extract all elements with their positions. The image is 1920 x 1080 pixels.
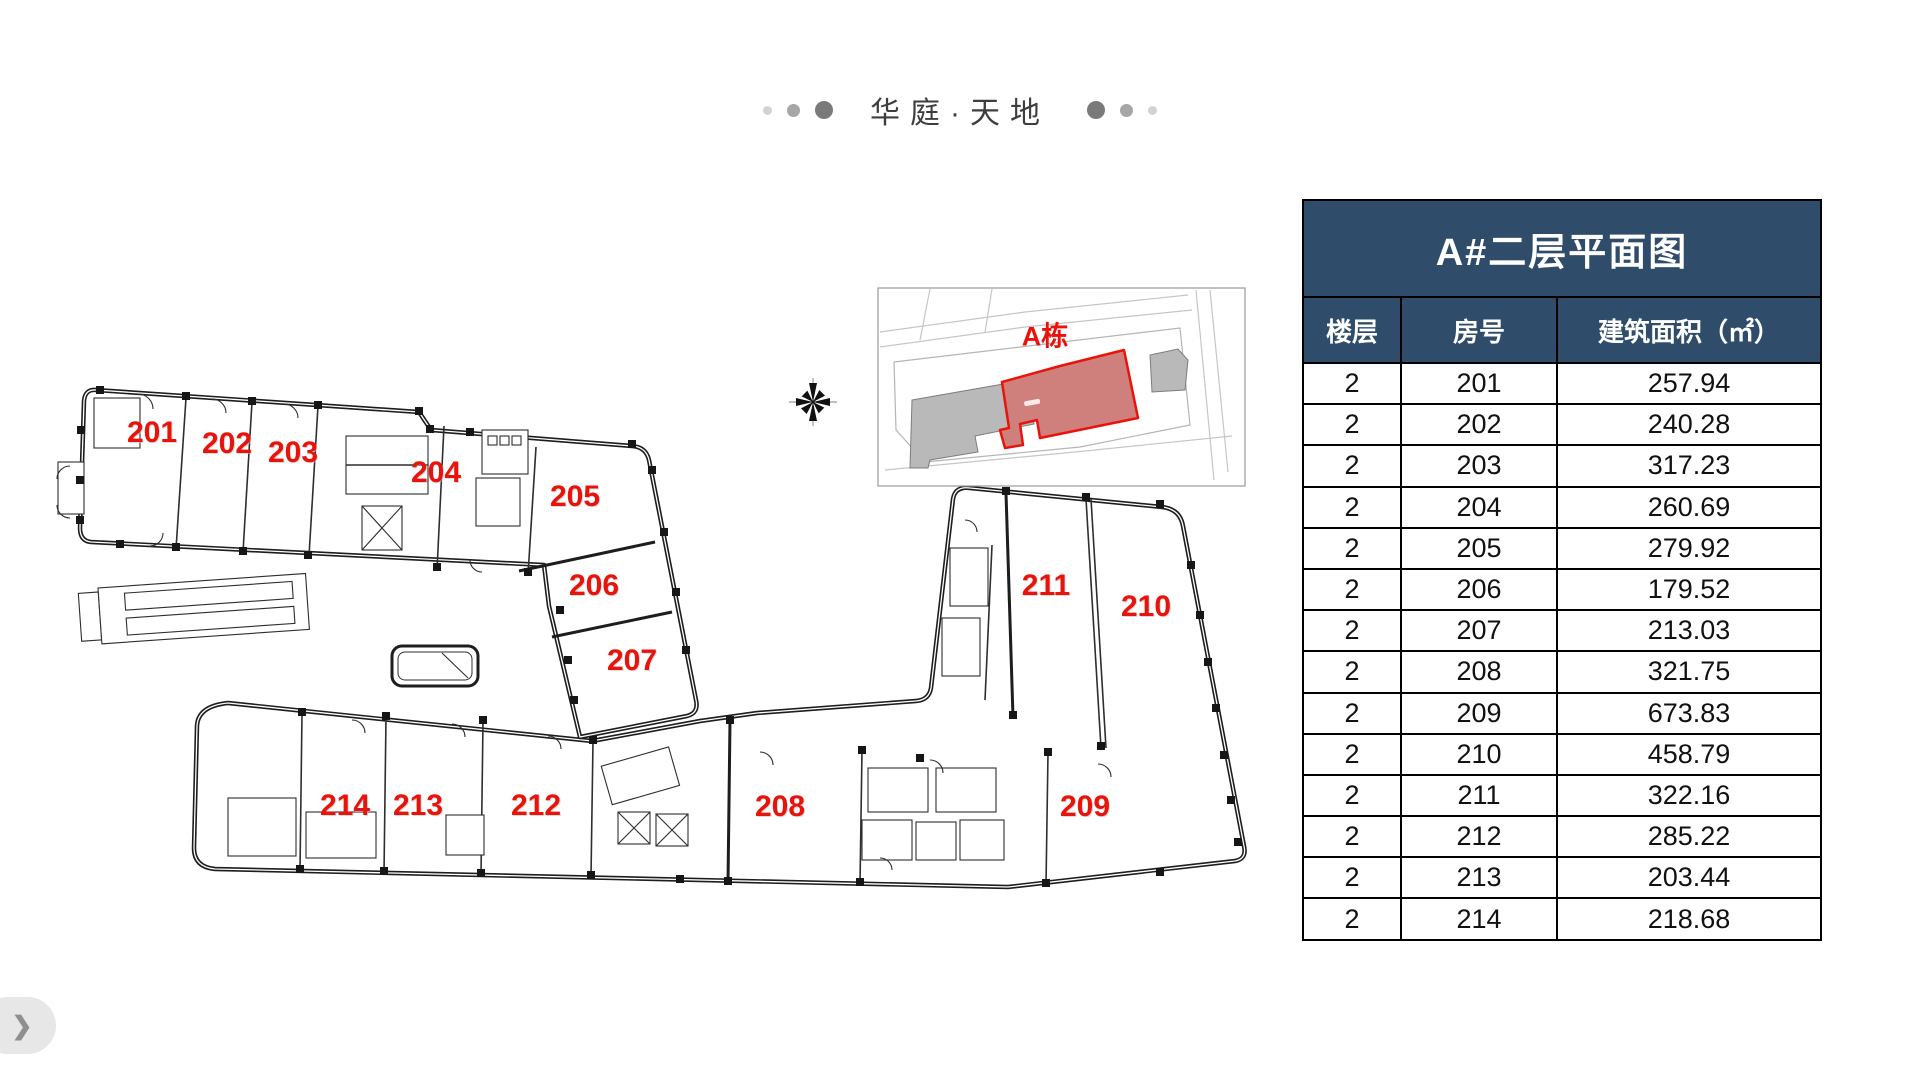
room-label-205: 205 (549, 480, 601, 513)
cell-floor: 2 (1302, 856, 1402, 900)
cell-area: 279.92 (1556, 526, 1822, 570)
brand-title: 华庭·天地 (870, 97, 1050, 130)
wall-posts (76, 386, 1242, 887)
table-row: 2 210 458.79 (1302, 732, 1822, 776)
room-label-211: 211 (1021, 569, 1071, 602)
table-row: 2 212 285.22 (1302, 815, 1822, 859)
table-row: 2 213 203.44 (1302, 856, 1822, 900)
door-symbols (137, 393, 1112, 871)
cell-room: 209 (1400, 691, 1558, 735)
cell-floor: 2 (1302, 773, 1402, 818)
table-row: 2 209 673.83 (1302, 691, 1822, 735)
room-label-210: 210 (1120, 590, 1172, 623)
cell-room: 204 (1400, 485, 1558, 529)
sidebar-expand-button[interactable]: ❯ (0, 997, 56, 1054)
room-label-204: 204 (410, 456, 462, 489)
room-label-202: 202 (201, 427, 253, 460)
stairs-and-cores (56, 397, 1005, 861)
cell-room: 214 (1400, 897, 1558, 941)
table-row: 2 207 213.03 (1302, 609, 1822, 653)
cell-floor: 2 (1302, 650, 1402, 694)
inset-building-label: A栋 (1021, 321, 1069, 352)
cell-room: 207 (1400, 609, 1558, 653)
table-row: 2 214 218.68 (1302, 897, 1822, 941)
cell-room: 208 (1400, 650, 1558, 694)
cell-area: 240.28 (1556, 403, 1822, 447)
cell-room: 203 (1400, 444, 1558, 488)
cell-area: 218.68 (1556, 897, 1822, 941)
chevron-right-icon: ❯ (11, 1011, 33, 1040)
highlighted-building-a (998, 348, 1140, 450)
cell-area: 317.23 (1556, 444, 1822, 488)
north-compass-icon (789, 378, 837, 426)
room-label-212: 212 (510, 789, 562, 822)
table-title: A#二层平面图 (1302, 199, 1822, 298)
table-row: 2 202 240.28 (1302, 403, 1822, 447)
column-header-area: 建筑面积（㎡） (1556, 296, 1822, 364)
cell-room: 211 (1400, 773, 1558, 818)
cell-floor: 2 (1302, 444, 1402, 488)
room-label-213: 213 (392, 789, 444, 822)
brand-dot-icon (1087, 101, 1105, 119)
cell-floor: 2 (1302, 732, 1402, 776)
cell-floor: 2 (1302, 897, 1402, 941)
cell-area: 673.83 (1556, 691, 1822, 735)
cell-floor: 2 (1302, 361, 1402, 406)
cell-room: 213 (1400, 856, 1558, 900)
cell-area: 257.94 (1556, 361, 1822, 406)
cell-area: 458.79 (1556, 732, 1822, 776)
cell-area: 321.75 (1556, 650, 1822, 694)
brand-dot-icon (1148, 105, 1157, 115)
table-row: 2 203 317.23 (1302, 444, 1822, 488)
cell-floor: 2 (1302, 403, 1402, 447)
cell-area: 322.16 (1556, 773, 1822, 818)
area-table: A#二层平面图 楼层 房号 建筑面积（㎡） 2 201 257.94 2 202… (1302, 199, 1822, 941)
room-label-206: 206 (568, 569, 620, 602)
cell-room: 201 (1400, 361, 1558, 406)
room-label-214: 214 (319, 789, 371, 822)
room-label-207: 207 (606, 644, 658, 677)
cell-room: 212 (1400, 815, 1558, 859)
table-row: 2 206 179.52 (1302, 567, 1822, 612)
cell-area: 179.52 (1556, 567, 1822, 612)
cell-room: 206 (1400, 567, 1558, 612)
room-label-201: 201 (126, 416, 178, 449)
brand-dot-icon (763, 105, 772, 115)
table-row: 2 205 279.92 (1302, 526, 1822, 570)
cell-floor: 2 (1302, 567, 1402, 612)
column-header-room: 房号 (1400, 296, 1558, 364)
cell-floor: 2 (1302, 526, 1402, 570)
brand-dot-icon (787, 103, 800, 117)
cell-area: 203.44 (1556, 856, 1822, 900)
cell-room: 210 (1400, 732, 1558, 776)
cell-floor: 2 (1302, 609, 1402, 653)
area-table-body: 2 201 257.94 2 202 240.28 2 203 317.23 2… (1302, 361, 1822, 941)
room-label-208: 208 (754, 790, 806, 823)
table-row: 2 201 257.94 (1302, 361, 1822, 406)
site-plan-inset (877, 287, 1246, 487)
table-row: 2 211 322.16 (1302, 773, 1822, 818)
brand-dot-icon (815, 101, 833, 119)
cell-floor: 2 (1302, 691, 1402, 735)
room-label-209: 209 (1059, 790, 1111, 823)
table-row: 2 204 260.69 (1302, 485, 1822, 529)
cell-room: 202 (1400, 403, 1558, 447)
cell-floor: 2 (1302, 485, 1402, 529)
room-label-203: 203 (267, 436, 319, 469)
building-outline-left-wing (77, 387, 699, 740)
cell-floor: 2 (1302, 815, 1402, 859)
brand-dot-icon (1120, 103, 1133, 117)
table-row: 2 208 321.75 (1302, 650, 1822, 694)
cell-room: 205 (1400, 526, 1558, 570)
column-header-floor: 楼层 (1302, 296, 1402, 364)
cell-area: 213.03 (1556, 609, 1822, 653)
brand-header: 华庭·天地 (0, 90, 1920, 130)
cell-area: 260.69 (1556, 485, 1822, 529)
cell-area: 285.22 (1556, 815, 1822, 859)
